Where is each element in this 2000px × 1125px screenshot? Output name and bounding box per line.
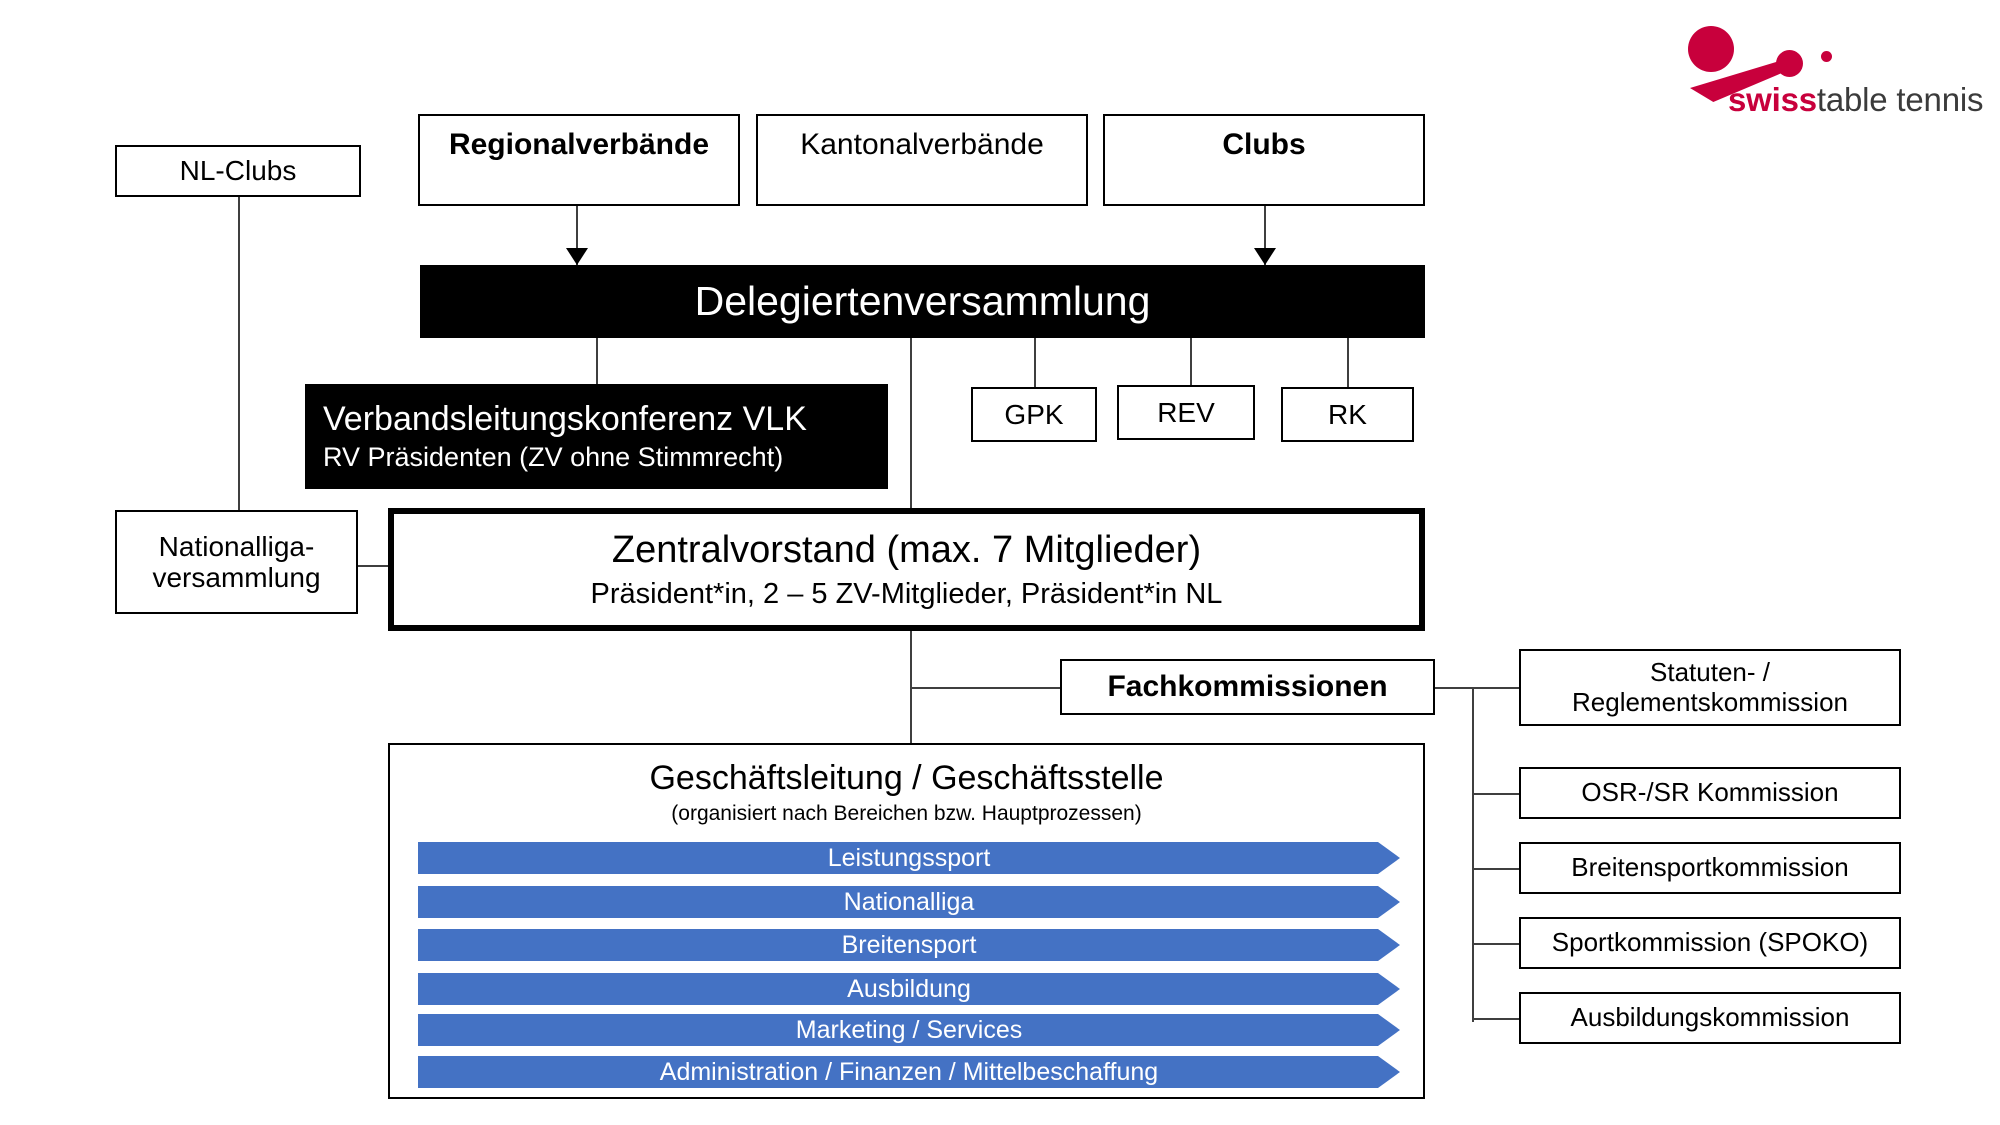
logo-wordmark: swisstable tennis <box>1728 81 1983 119</box>
process-bar-3-label: Ausbildung <box>847 974 971 1003</box>
node-nationalligaversammlung[interactable]: Nationalliga- versammlung <box>115 510 358 614</box>
connector-regionalverbaende-to-dv <box>576 205 578 267</box>
connector-commission-stub-4 <box>1472 943 1520 945</box>
connector-dv-to-rev <box>1190 338 1192 387</box>
node-kantonalverbaende-label: Kantonalverbände <box>800 128 1044 161</box>
connector-commission-stub-1 <box>1472 687 1520 689</box>
connector-dv-to-gpk <box>1034 338 1036 387</box>
node-verbandsleitungskonferenz[interactable]: Verbandsleitungskonferenz VLK RV Präside… <box>305 384 888 489</box>
process-bar-1[interactable]: Nationalliga <box>418 886 1400 918</box>
node-regionalverbaende-label: Regionalverbände <box>448 128 710 161</box>
commission-box-4-line1: Ausbildungskommission <box>1570 1002 1850 1033</box>
node-clubs-label: Clubs <box>1222 128 1306 161</box>
process-bar-3[interactable]: Ausbildung <box>418 973 1400 1005</box>
arrowhead-regionalverbaende <box>566 248 588 265</box>
process-bar-2[interactable]: Breitensport <box>418 929 1400 961</box>
node-clubs[interactable]: Clubs <box>1103 114 1425 206</box>
connector-fachkommissionen-to-commissions <box>1434 687 1474 689</box>
commission-box-0-line1: Statuten- / <box>1650 657 1770 688</box>
process-bar-2-label: Breitensport <box>841 930 977 959</box>
logo-tiny-dot <box>1821 51 1832 62</box>
connector-dv-main-trunk <box>910 338 912 513</box>
node-nl-clubs-label: NL-Clubs <box>179 155 297 187</box>
node-gpk-label: GPK <box>1004 398 1064 430</box>
connector-commissions-trunk <box>1472 687 1474 1022</box>
node-geschaeftsleitung-subtitle: (organisiert nach Bereichen bzw. Hauptpr… <box>671 802 1142 826</box>
node-regionalverbaende[interactable]: Regionalverbände <box>418 114 740 206</box>
node-delegiertenversammlung[interactable]: Delegiertenversammlung <box>420 265 1425 338</box>
node-nlversammlung-label-line1: Nationalliga- <box>158 530 315 562</box>
node-vlk-subtitle: RV Präsidenten (ZV ohne Stimmrecht) <box>323 442 784 473</box>
node-rev[interactable]: REV <box>1117 385 1255 440</box>
connector-dv-to-vlk <box>596 338 598 384</box>
node-nl-clubs[interactable]: NL-Clubs <box>115 145 361 197</box>
commission-box-1-line1: OSR-/SR Kommission <box>1581 777 1839 808</box>
commission-box-4[interactable]: Ausbildungskommission <box>1519 992 1901 1044</box>
commission-box-2-line1: Breitensportkommission <box>1571 852 1849 883</box>
node-gpk[interactable]: GPK <box>971 387 1097 442</box>
process-bar-4[interactable]: Marketing / Services <box>418 1014 1400 1046</box>
connector-nlclubs-to-nlversammlung <box>238 196 240 510</box>
connector-trunk-to-fachkommissionen <box>910 687 1062 689</box>
process-bar-1-label: Nationalliga <box>843 887 975 916</box>
arrowhead-clubs <box>1254 248 1276 265</box>
node-zentralvorstand-subtitle: Präsident*in, 2 – 5 ZV-Mitglieder, Präsi… <box>590 577 1223 610</box>
node-fachkommissionen-label: Fachkommissionen <box>1107 670 1388 704</box>
commission-box-1[interactable]: OSR-/SR Kommission <box>1519 767 1901 819</box>
node-nlversammlung-label-line2: versammlung <box>152 562 321 593</box>
process-bar-5-label: Administration / Finanzen / Mittelbescha… <box>659 1057 1159 1086</box>
connector-commission-stub-5 <box>1472 1018 1520 1020</box>
swiss-table-tennis-logo: swisstable tennis <box>1680 18 1983 128</box>
logo-wordmark-tabletennis: table tennis <box>1816 81 1984 118</box>
process-bar-0[interactable]: Leistungssport <box>418 842 1400 874</box>
node-zentralvorstand[interactable]: Zentralvorstand (max. 7 Mitglieder) Präs… <box>388 508 1425 631</box>
connector-commission-stub-3 <box>1472 868 1520 870</box>
node-geschaeftsleitung-title: Geschäftsleitung / Geschäftsstelle <box>649 759 1164 797</box>
node-rk-label: RK <box>1328 398 1367 430</box>
node-kantonalverbaende[interactable]: Kantonalverbände <box>756 114 1088 206</box>
connector-nlversammlung-to-zv <box>356 565 400 567</box>
connector-commission-stub-2 <box>1472 793 1520 795</box>
process-bar-5[interactable]: Administration / Finanzen / Mittelbescha… <box>418 1056 1400 1088</box>
commission-box-3[interactable]: Sportkommission (SPOKO) <box>1519 917 1901 969</box>
commission-box-0[interactable]: Statuten- / Reglementskommission <box>1519 649 1901 726</box>
connector-clubs-to-dv <box>1264 205 1266 267</box>
process-bar-0-label: Leistungssport <box>827 843 991 872</box>
node-delegiertenversammlung-label: Delegiertenversammlung <box>694 277 1151 324</box>
node-vlk-title: Verbandsleitungskonferenz VLK <box>323 400 807 439</box>
connector-dv-to-rk <box>1347 338 1349 387</box>
commission-box-3-line1: Sportkommission (SPOKO) <box>1551 927 1869 958</box>
commission-box-2[interactable]: Breitensportkommission <box>1519 842 1901 894</box>
node-rk[interactable]: RK <box>1281 387 1414 442</box>
process-bar-4-label: Marketing / Services <box>795 1015 1023 1044</box>
node-fachkommissionen[interactable]: Fachkommissionen <box>1060 659 1435 715</box>
logo-large-circle <box>1688 26 1734 72</box>
logo-wordmark-swiss: swiss <box>1728 81 1817 118</box>
node-rev-label: REV <box>1157 396 1215 428</box>
node-zentralvorstand-title: Zentralvorstand (max. 7 Mitglieder) <box>611 528 1202 571</box>
commission-box-0-line2: Reglementskommission <box>1572 686 1848 717</box>
